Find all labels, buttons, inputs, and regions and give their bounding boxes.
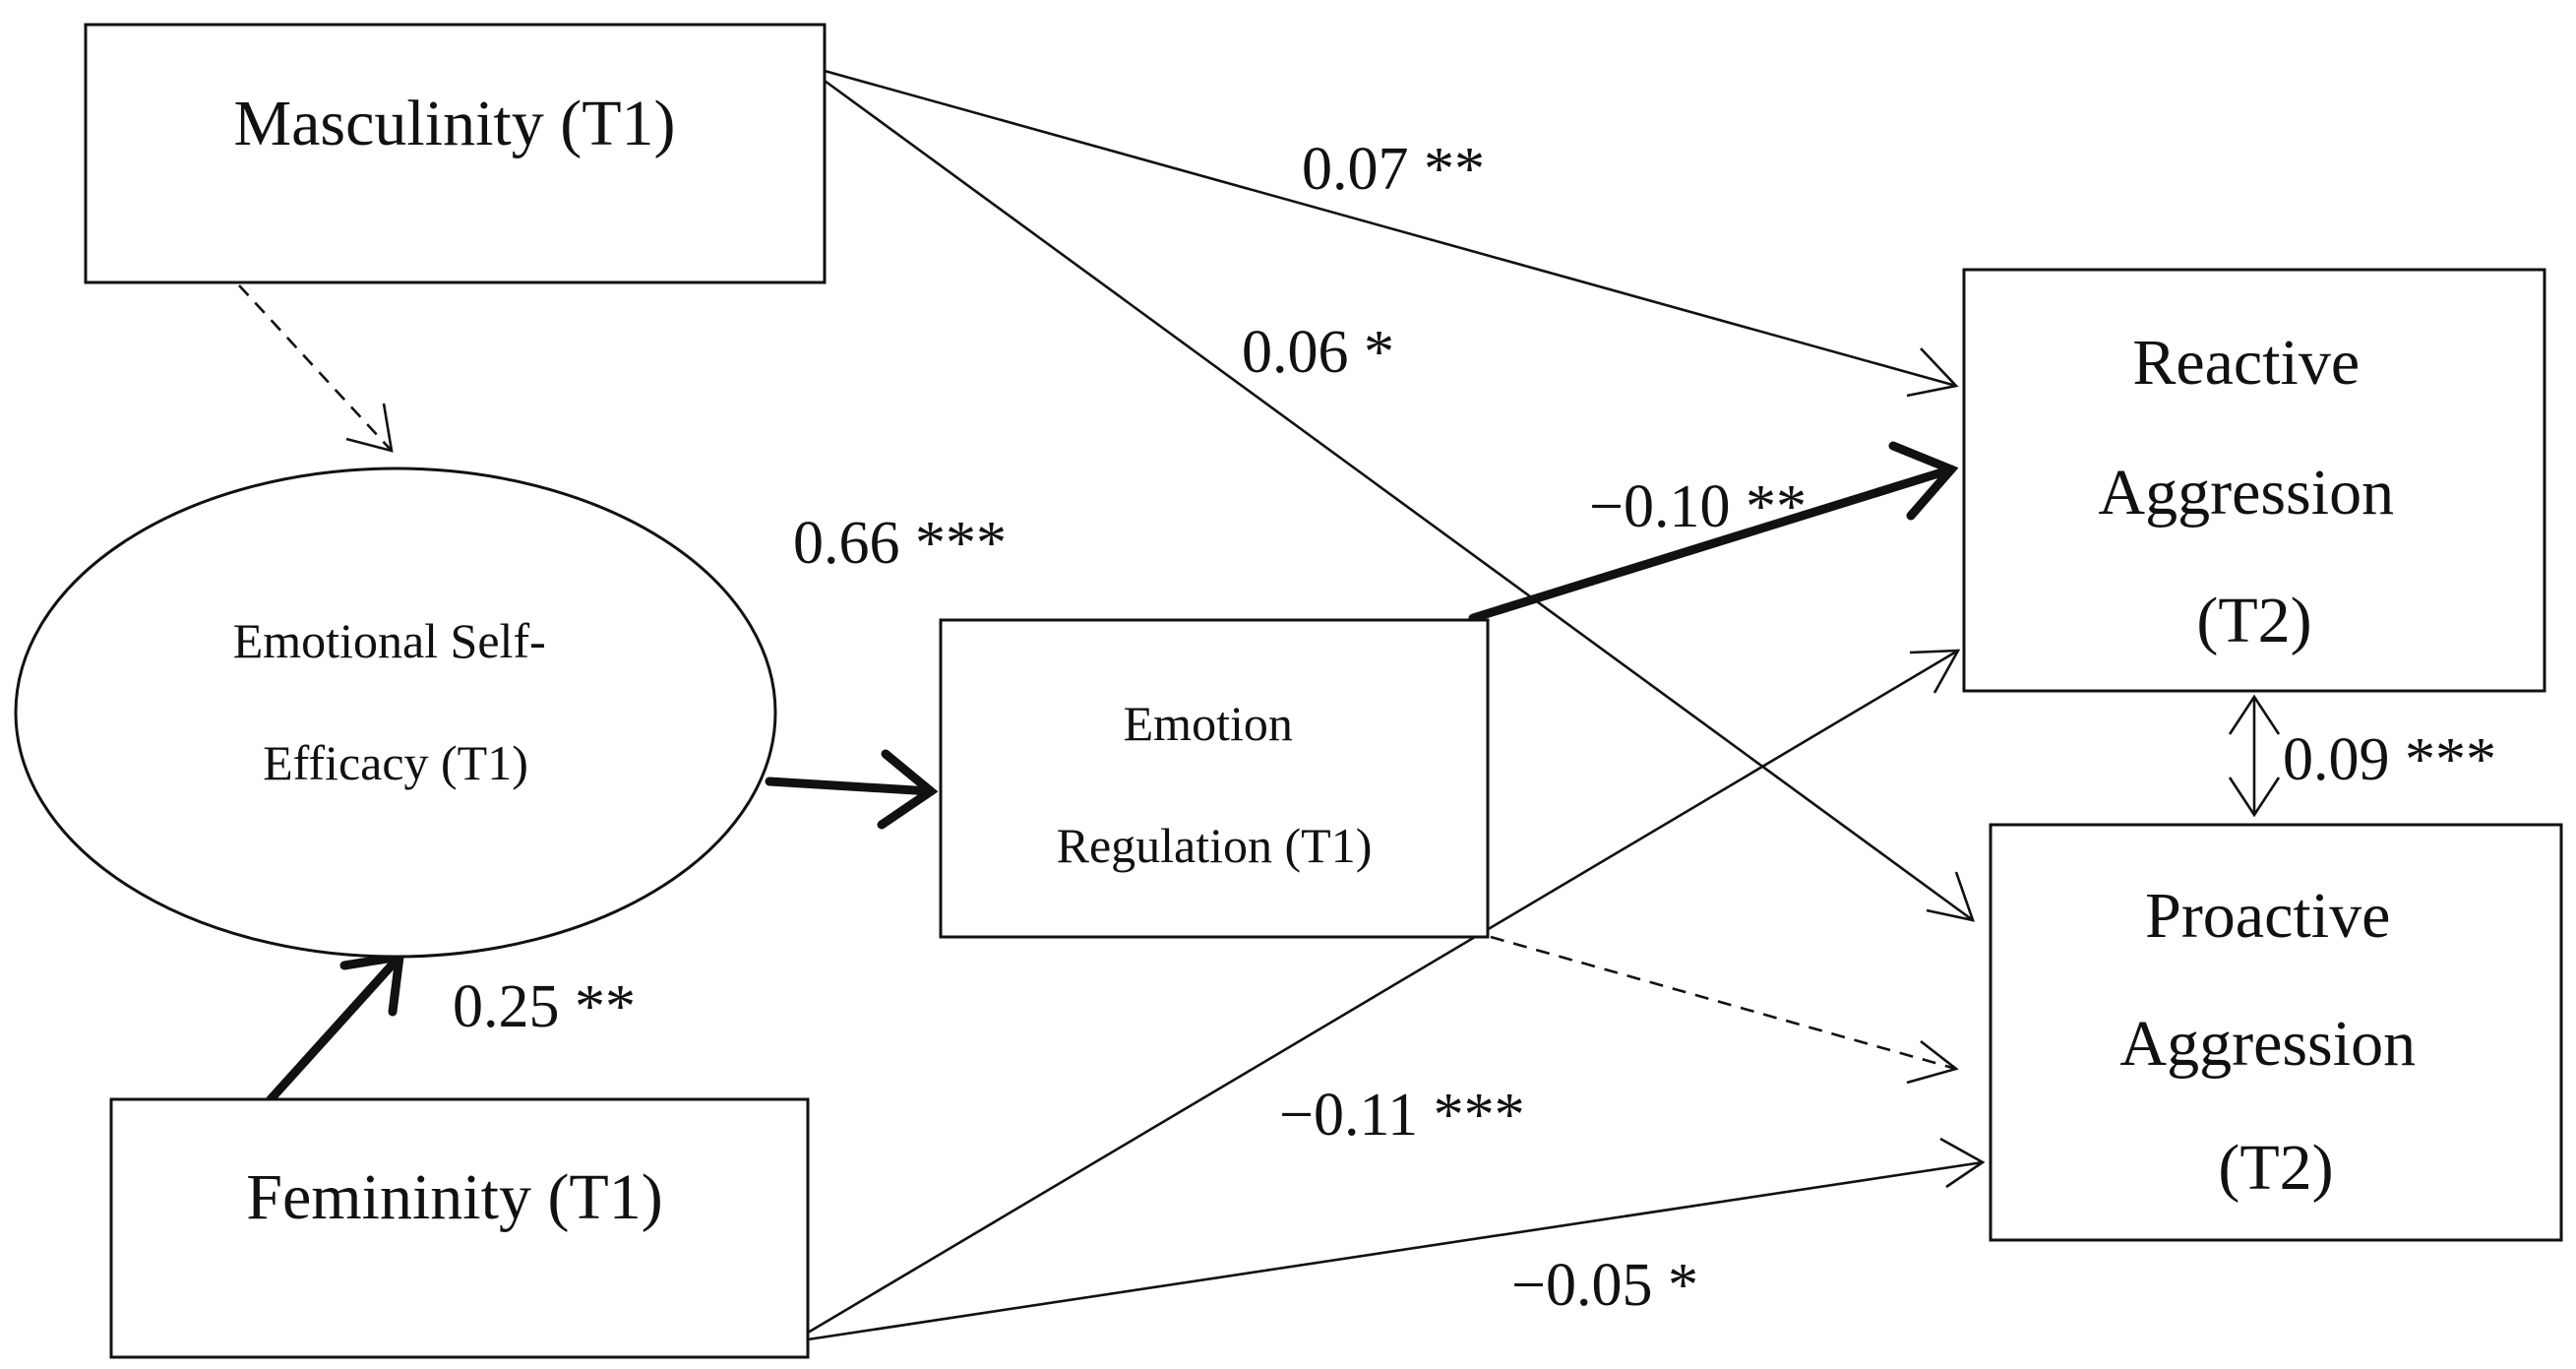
edge-masculinity-to-self-efficacy-arrowhead (345, 403, 394, 453)
node-masculinity: Masculinity (T1) (84, 23, 827, 284)
masculinity-box (84, 23, 827, 284)
self-efficacy-ellipse (14, 467, 777, 959)
node-proactive-aggression: Proactive Aggression (T2) (1989, 823, 2563, 1242)
edge-regulation-to-reactive-arrowhead (1888, 441, 1959, 521)
emotion-regulation-box (939, 618, 1490, 939)
self-efficacy-label: Emotional Self- Efficacy (T1) (233, 613, 559, 790)
self-efficacy-label-line-2: Efficacy (T1) (263, 735, 528, 790)
label-femininity-to-self-efficacy: 0.25 ** (453, 973, 636, 1040)
reactive-aggression-label-line-3: (T2) (2196, 585, 2311, 656)
edge-masculinity-to-proactive-arrowhead (1926, 871, 1975, 922)
femininity-box (109, 1097, 810, 1359)
edge-regulation-to-reactive (1468, 465, 1956, 623)
reactive-aggression-label-line-2: Aggression (2098, 457, 2394, 529)
edge-self-efficacy-to-regulation-arrowhead (877, 749, 939, 830)
reactive-aggression-label: Reactive Aggression (T2) (2098, 327, 2410, 656)
edge-masculinity-to-reactive-arrowhead (1906, 347, 1959, 398)
node-emotion-regulation: Emotion Regulation (T1) (939, 618, 1490, 939)
path-labels: 0.07 ** 0.06 * 0.66 *** −0.10 ** 0.09 **… (453, 136, 2496, 1319)
self-efficacy-label-line-1: Emotional Self- (233, 613, 546, 668)
node-femininity: Femininity (T1) (109, 1097, 810, 1359)
label-femininity-to-proactive: −0.05 * (1511, 1252, 1698, 1319)
node-emotional-self-efficacy: Emotional Self- Efficacy (T1) (14, 467, 777, 959)
label-masculinity-to-reactive: 0.07 ** (1302, 136, 1485, 203)
proactive-aggression-label: Proactive Aggression (T2) (2119, 880, 2431, 1204)
edge-regulation-to-proactive (1490, 935, 1957, 1071)
edge-femininity-to-reactive-arrowhead (1909, 649, 1961, 694)
label-self-efficacy-to-regulation: 0.66 *** (793, 510, 1007, 577)
edge-covariance-arrowhead-top (2228, 694, 2281, 735)
femininity-label: Femininity (T1) (246, 1161, 662, 1233)
label-masculinity-to-proactive: 0.06 * (1242, 319, 1394, 386)
emotion-regulation-label-line-1: Emotion (1124, 696, 1293, 751)
edge-femininity-to-proactive (807, 1160, 1984, 1341)
reactive-aggression-box (1962, 268, 2546, 693)
masculinity-label: Masculinity (T1) (233, 88, 675, 159)
edge-masculinity-to-proactive (824, 79, 1974, 922)
proactive-aggression-label-line-1: Proactive (2145, 880, 2390, 952)
edge-masculinity-to-self-efficacy (238, 284, 393, 452)
edge-regulation-to-proactive-arrowhead (1906, 1039, 1959, 1085)
emotion-regulation-label-line-2: Regulation (T1) (1057, 818, 1373, 873)
proactive-aggression-label-line-2: Aggression (2119, 1008, 2416, 1080)
edge-femininity-to-self-efficacy (266, 952, 404, 1104)
label-regulation-to-reactive: −0.10 ** (1589, 473, 1807, 540)
label-reactive-proactive-covariance: 0.09 *** (2283, 726, 2496, 793)
node-reactive-aggression: Reactive Aggression (T2) (1962, 268, 2546, 693)
emotion-regulation-label: Emotion Regulation (T1) (1057, 696, 1373, 873)
edge-covariance-arrowhead-bottom (2228, 777, 2281, 818)
proactive-aggression-label-line-3: (T2) (2218, 1132, 2333, 1204)
proactive-aggression-box (1989, 823, 2563, 1242)
edge-femininity-to-reactive (807, 649, 1959, 1335)
edge-femininity-to-proactive-arrowhead (1939, 1137, 1986, 1189)
edge-self-efficacy-to-regulation (765, 777, 936, 796)
edge-masculinity-to-reactive (824, 69, 1957, 388)
reactive-aggression-label-line-1: Reactive (2132, 327, 2360, 399)
label-femininity-to-reactive: −0.11 *** (1279, 1082, 1525, 1149)
